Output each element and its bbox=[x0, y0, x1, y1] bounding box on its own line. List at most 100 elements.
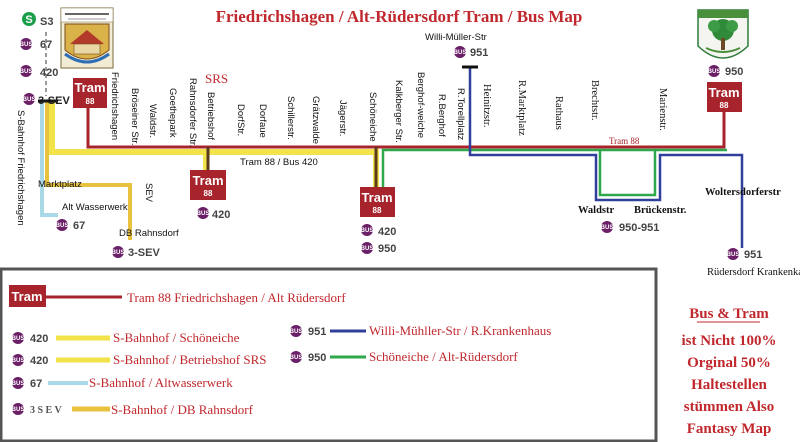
station-label: R.Berghof bbox=[436, 94, 447, 137]
svg-text:BUS: BUS bbox=[12, 381, 25, 387]
station-label: Betriebshof bbox=[205, 92, 216, 140]
route-label-420: 420 bbox=[40, 67, 58, 79]
svg-text:BUS: BUS bbox=[727, 252, 740, 258]
svg-text:stümmen Also: stümmen Also bbox=[684, 399, 774, 415]
svg-text:BUS: BUS bbox=[454, 50, 467, 56]
svg-text:88: 88 bbox=[86, 97, 95, 106]
bus-badge: BUS bbox=[727, 248, 740, 260]
station-db-rahnsdorf: DB Rahnsdorf bbox=[119, 228, 179, 239]
legend-bus-951: BUS 951 Willi-Mühller-Str / R.Krankenhau… bbox=[290, 323, 552, 338]
station-ruedersdorf-krankenhaus: Rüdersdorf Krankenkaus bbox=[707, 267, 800, 278]
station-label: Dorfaue bbox=[257, 104, 268, 138]
station-label: Friedrichshagen bbox=[109, 72, 120, 140]
tram-badge-schoeneiche: Tram 88 bbox=[360, 187, 395, 217]
svg-text:420: 420 bbox=[30, 333, 48, 345]
route-label-67: 67 bbox=[40, 39, 52, 51]
svg-text:BUS: BUS bbox=[601, 225, 614, 231]
legend-bus-950: BUS 950 Schöneiche / Alt-Rüdersdorf bbox=[290, 349, 519, 364]
disclaimer-note: Bus & Tram ist Nicht 100% Orginal 50% Ha… bbox=[682, 306, 777, 437]
tram-badge-friedrichshagen: Tram 88 bbox=[73, 78, 107, 108]
station-sbahnhof-friedrichshagen: S-Bahnhof Friedrichshagen bbox=[15, 110, 26, 226]
svg-text:BUS: BUS bbox=[112, 250, 125, 256]
s3-label: S3 bbox=[40, 16, 53, 28]
station-label: Rahnsdorfer Str. bbox=[187, 78, 198, 147]
station-label: Waldstr. bbox=[147, 104, 158, 138]
sev-stop-label: 3-SEV bbox=[38, 95, 70, 107]
station-label: Marienstr. bbox=[657, 88, 668, 131]
map-title: Friedrichshagen / Alt-Rüdersdorf Tram / … bbox=[216, 7, 583, 26]
route-sev-line bbox=[45, 100, 132, 240]
svg-text:Haltestellen: Haltestellen bbox=[691, 377, 767, 393]
svg-text:Bus & Tram: Bus & Tram bbox=[689, 306, 769, 322]
svg-text:S-Bahnhof / DB Rahnsdorf: S-Bahnhof / DB Rahnsdorf bbox=[111, 402, 254, 417]
svg-text:Tram: Tram bbox=[11, 289, 42, 304]
bus-badge: BUS bbox=[112, 246, 125, 258]
bus-badge: BUS bbox=[197, 207, 210, 219]
svg-text:Tram: Tram bbox=[361, 190, 392, 205]
route-67-line bbox=[40, 100, 58, 217]
route-951-line bbox=[468, 68, 744, 248]
svg-text:3 S E V: 3 S E V bbox=[30, 405, 63, 416]
svg-text:BUS: BUS bbox=[361, 228, 374, 234]
tram-badge-ruedersdorf: Tram 88 bbox=[707, 82, 742, 112]
svg-text:ist Nicht 100%: ist Nicht 100% bbox=[682, 333, 777, 349]
svg-text:BUS: BUS bbox=[12, 407, 25, 413]
route-label-420-schoeneiche: 420 bbox=[378, 226, 396, 238]
sbahn-badge: S bbox=[22, 12, 36, 26]
station-label: Grätzwalde bbox=[310, 96, 321, 144]
route-label-950-schoeneiche: 950 bbox=[378, 243, 396, 255]
svg-text:BUS: BUS bbox=[23, 97, 36, 103]
svg-text:951: 951 bbox=[308, 326, 326, 338]
bus-badge: BUS bbox=[601, 221, 614, 233]
svg-text:BUS: BUS bbox=[20, 42, 33, 48]
sev-vertical-label: SEV bbox=[143, 183, 154, 203]
station-label: Brechtstr. bbox=[589, 80, 600, 121]
tram-bus-line-label: Tram 88 / Bus 420 bbox=[240, 157, 318, 168]
route-label-951-willi: 951 bbox=[470, 47, 488, 59]
svg-text:BUS: BUS bbox=[56, 223, 69, 229]
station-label: Kalkberger Str. bbox=[393, 80, 404, 143]
bus-badge: BUS bbox=[708, 65, 720, 77]
station-label: R.Marktplatz bbox=[516, 80, 527, 136]
svg-text:88: 88 bbox=[373, 206, 382, 215]
tram-88-line-label: Tram 88 bbox=[609, 136, 640, 146]
svg-text:Orginal 50%: Orginal 50% bbox=[687, 355, 771, 371]
station-label: Heinitzstr. bbox=[481, 84, 492, 127]
station-alt-wasserwerk: Alt Wasserwerk bbox=[62, 202, 128, 213]
svg-text:S: S bbox=[25, 14, 32, 26]
station-label: Schöneiche bbox=[367, 92, 378, 142]
station-label: Goethepark bbox=[167, 88, 178, 138]
friedrichshagen-coat-of-arms bbox=[60, 7, 114, 69]
legend-sev: BUS 3 S E V S-Bahnhof / DB Rahnsdorf bbox=[12, 402, 254, 417]
legend-bus-420-betriebshof: BUS 420 S-Bahnhof / Betriebshof SRS bbox=[12, 352, 267, 367]
station-willi-mueller-str: Willi-Müller-Str bbox=[425, 32, 487, 43]
svg-text:420: 420 bbox=[30, 355, 48, 367]
station-marktplatz: Marktplatz bbox=[38, 179, 82, 190]
station-label: DorfStr. bbox=[235, 104, 246, 136]
route-label-951-krankenhaus: 951 bbox=[744, 249, 762, 261]
tram-badge-betriebshof: Tram 88 bbox=[190, 170, 226, 200]
svg-text:BUS: BUS bbox=[290, 355, 303, 361]
svg-text:BUS: BUS bbox=[197, 211, 210, 217]
svg-text:S-Bahnhof / Altwasserwerk: S-Bahnhof / Altwasserwerk bbox=[89, 375, 233, 390]
station-woltersdorferstr: Woltersdorferstr bbox=[705, 187, 781, 198]
route-label-950-ruedersdorf: 950 bbox=[725, 66, 743, 78]
svg-text:Tram: Tram bbox=[708, 85, 739, 100]
svg-text:67: 67 bbox=[30, 378, 42, 390]
svg-text:88: 88 bbox=[204, 189, 213, 198]
svg-text:950: 950 bbox=[308, 352, 326, 364]
srs-label: SRS bbox=[205, 71, 228, 86]
ruedersdorf-coat-of-arms bbox=[697, 9, 749, 59]
bus-badge: BUS bbox=[361, 224, 374, 236]
bus-badge: BUS bbox=[20, 65, 32, 77]
bus-badge: BUS bbox=[454, 46, 467, 58]
legend-tram-88: Tram Tram 88 Friedrichshagen / Alt Rüder… bbox=[9, 285, 346, 307]
station-label: Jägerstr. bbox=[337, 100, 348, 136]
legend-bus-67: BUS 67 S-Bahnhof / Altwasserwerk bbox=[12, 375, 234, 390]
svg-text:88: 88 bbox=[720, 101, 729, 110]
route-label-950-951: 950-951 bbox=[619, 222, 659, 234]
svg-text:S-Bahnhof / Schöneiche: S-Bahnhof / Schöneiche bbox=[113, 330, 240, 345]
station-label: Schillerstr. bbox=[285, 96, 296, 140]
svg-text:Tram: Tram bbox=[74, 80, 105, 95]
